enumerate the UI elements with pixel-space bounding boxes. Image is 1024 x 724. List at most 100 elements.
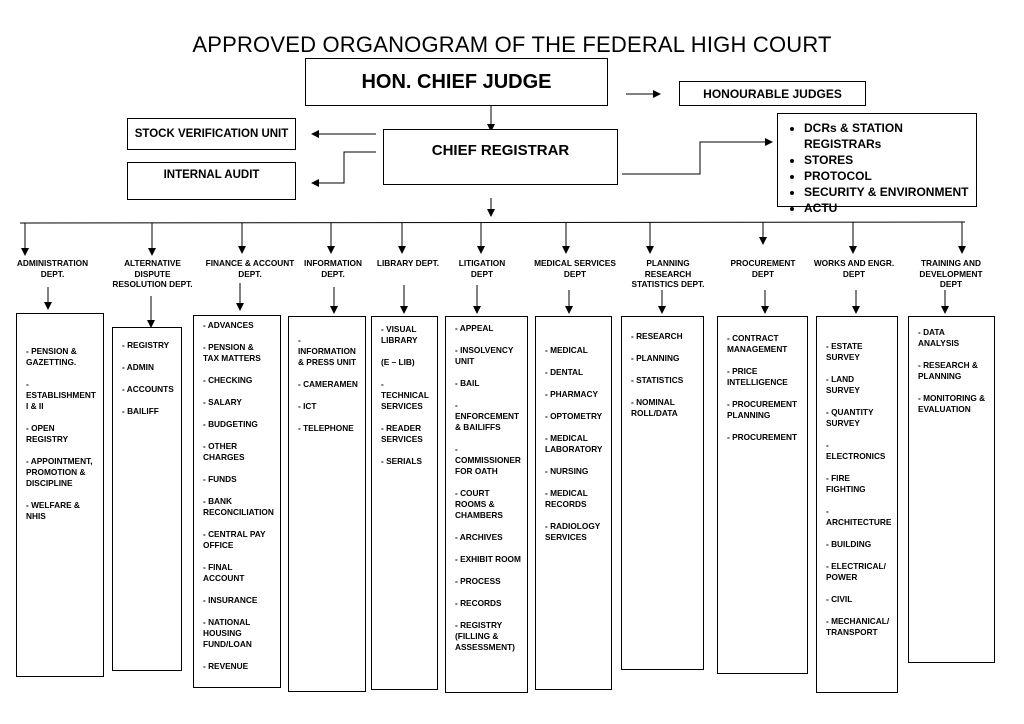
department-item: - BAIL — [455, 378, 480, 388]
department-items: - PENSION & GAZETTING. - ESTABLISHMENT I … — [17, 314, 103, 522]
department-item: - INFORMATION & PRESS UNIT — [298, 335, 357, 367]
department-item: - ARCHIVES — [455, 532, 503, 542]
department-title: LITIGATION DEPT — [458, 258, 506, 279]
department-item: - RADIOLOGY SERVICES — [545, 521, 601, 542]
department-title: PLANNING RESEARCH STATISTICS DEPT. — [631, 258, 705, 289]
department-item: - RECORDS — [455, 598, 502, 608]
department-item: - INSURANCE — [203, 595, 258, 605]
department-item: - FIRE FIGHTING — [826, 473, 866, 494]
department-box: - DATA ANALYSIS - RESEARCH & PLANNING - MO… — [908, 316, 995, 663]
chief-registrar-box: CHIEF REGISTRAR — [383, 129, 618, 185]
department-item: - ACCOUNTS — [122, 384, 174, 394]
department-item: - ESTATE SURVEY — [826, 341, 863, 362]
department-title: INFORMATION DEPT. — [304, 258, 362, 279]
department-item: - TELEPHONE — [298, 423, 354, 433]
department-item: - INSOLVENCY UNIT — [455, 345, 514, 366]
department-item: - PROCUREMENT — [727, 432, 798, 442]
department-item: - RESEARCH — [631, 331, 683, 341]
department-item: (E – LIB) — [381, 357, 415, 367]
department-item: - COURT ROOMS & CHAMBERS — [455, 488, 503, 520]
department-items: - INFORMATION & PRESS UNIT- CAMERAMEN- I… — [289, 317, 365, 434]
department-item: - RESEARCH & PLANNING — [918, 360, 978, 381]
department-item: - MECHANICAL/ TRANSPORT — [826, 616, 890, 637]
department-box: - ESTATE SURVEY- LAND SURVEY- QUANTITY S… — [816, 316, 898, 693]
department-title: PROCUREMENT DEPT — [730, 258, 796, 279]
department-item: - REGISTRY — [122, 340, 170, 350]
department-items: - APPEAL - INSOLVENCY UNIT - BAIL - ENFORCE… — [446, 317, 527, 653]
chief-registrar-label: CHIEF REGISTRAR — [431, 142, 570, 159]
department-item: - CHECKING — [203, 375, 253, 385]
internal-audit-label: INTERNAL AUDIT — [163, 169, 260, 181]
department-items: - CONTRACT MANAGEMENT - PRICE INTELLIGENC… — [718, 317, 807, 443]
department-item: - STATISTICS — [631, 375, 684, 385]
department-box: - MEDICAL- DENTAL- PHARMACY- OPTOMETRY- … — [535, 316, 612, 690]
department-item: - FINAL ACCOUNT — [203, 562, 245, 583]
department-item: - EXHIBIT ROOM — [455, 554, 521, 564]
department-item: - PENSION & TAX MATTERS — [203, 342, 261, 363]
department-item: - WELFARE & NHIS — [26, 500, 80, 521]
department-box: - ADVANCES - PENSION & TAX MATTERS - CHECK… — [193, 315, 281, 688]
department-title: ADMINISTRATION DEPT. — [16, 258, 89, 279]
department-item: - BAILIFF — [122, 406, 159, 416]
department-item: - QUANTITY SURVEY — [826, 407, 874, 428]
department-item: - ARCHITECTURE — [826, 506, 892, 527]
department-item: - READER SERVICES — [381, 423, 423, 444]
department-box: - PENSION & GAZETTING. - ESTABLISHMENT I … — [16, 313, 104, 677]
right-units-box: DCRs & STATION REGISTRARs STORES PROTOCO… — [777, 113, 977, 215]
department-title: ALTERNATIVE DISPUTE RESOLUTION DEPT. — [112, 258, 193, 289]
department-item: - OPTOMETRY — [545, 411, 603, 421]
department-item: - SALARY — [203, 397, 242, 407]
department-item: - MEDICAL LABORATORY — [545, 433, 603, 454]
department-items: - ADVANCES - PENSION & TAX MATTERS - CHECK… — [194, 316, 280, 672]
department-title: TRAINING AND DEVELOPMENT DEPT — [919, 258, 983, 289]
department-items: - VISUAL LIBRARY (E – LIB) - TECHNICAL SER… — [372, 317, 437, 467]
department-item: - REVENUE — [203, 661, 249, 671]
department-item: - PRICE INTELLIGENCE — [727, 366, 788, 387]
page-title: APPROVED ORGANOGRAM OF THE FEDERAL HIGH … — [192, 32, 832, 57]
department-item: - OPEN REGISTRY — [26, 423, 69, 444]
department-item: - COMMISSIONER FOR OATH — [455, 444, 521, 476]
department-item: - SERIALS — [381, 456, 423, 466]
department-item: - ADMIN — [122, 362, 154, 372]
department-item: - BUDGETING — [203, 419, 258, 429]
honourable-judges-label: HONOURABLE JUDGES — [703, 86, 842, 101]
department-item: - ENFORCEMENT & BAILIFFS — [455, 400, 520, 432]
department-item: - NURSING — [545, 466, 589, 476]
department-title: LIBRARY DEPT. — [376, 258, 440, 268]
department-item: - APPOINTMENT, PROMOTION & DISCIPLINE — [26, 456, 93, 488]
department-title: WORKS AND ENGR. DEPT — [813, 258, 895, 279]
department-item: - CONTRACT MANAGEMENT — [727, 333, 788, 354]
chief-judge-box: HON. CHIEF JUDGE — [305, 58, 608, 106]
department-item: - APPEAL — [455, 323, 494, 333]
department-item: - ADVANCES — [203, 320, 254, 330]
department-item: - PENSION & GAZETTING. — [26, 346, 77, 367]
department-item: - OTHER CHARGES — [203, 441, 245, 462]
right-unit-item: SECURITY & ENVIRONMENT — [804, 184, 976, 200]
department-item: - NATIONAL HOUSING FUND/LOAN — [203, 617, 252, 649]
department-items: - ESTATE SURVEY- LAND SURVEY- QUANTITY S… — [817, 317, 897, 638]
department-items: - DATA ANALYSIS - RESEARCH & PLANNING - MO… — [909, 317, 994, 415]
department-item: - ELECTRONICS — [826, 440, 886, 461]
department-item: - PLANNING — [631, 353, 680, 363]
internal-audit-box: INTERNAL AUDIT — [127, 162, 296, 200]
department-items: - MEDICAL- DENTAL- PHARMACY- OPTOMETRY- … — [536, 317, 611, 543]
department-item: - MEDICAL — [545, 345, 588, 355]
honourable-judges-box: HONOURABLE JUDGES — [679, 81, 866, 106]
department-box: - CONTRACT MANAGEMENT - PRICE INTELLIGENC… — [717, 316, 808, 674]
right-unit-item: DCRs & STATION REGISTRARs — [804, 120, 976, 152]
department-item: - VISUAL LIBRARY — [381, 324, 418, 345]
department-item: - ESTABLISHMENT I & II — [26, 379, 96, 411]
department-item: - ICT — [298, 401, 317, 411]
department-title: MEDICAL SERVICES DEPT — [534, 258, 616, 279]
department-item: - ELECTRICAL/ POWER — [826, 561, 886, 582]
stock-verification-box: STOCK VERIFICATION UNIT — [127, 118, 296, 150]
department-item: - MONITORING & EVALUATION — [918, 393, 986, 414]
right-unit-item: PROTOCOL — [804, 168, 976, 184]
department-box: - RESEARCH - PLANNING - STATISTICS - NOMINA… — [621, 316, 704, 670]
stock-verification-label: STOCK VERIFICATION UNIT — [134, 128, 289, 140]
department-item: - TECHNICAL SERVICES — [381, 379, 429, 411]
department-item: - NOMINAL ROLL/DATA — [631, 397, 678, 418]
department-item: - DATA ANALYSIS — [918, 327, 960, 348]
department-item: - DENTAL — [545, 367, 584, 377]
